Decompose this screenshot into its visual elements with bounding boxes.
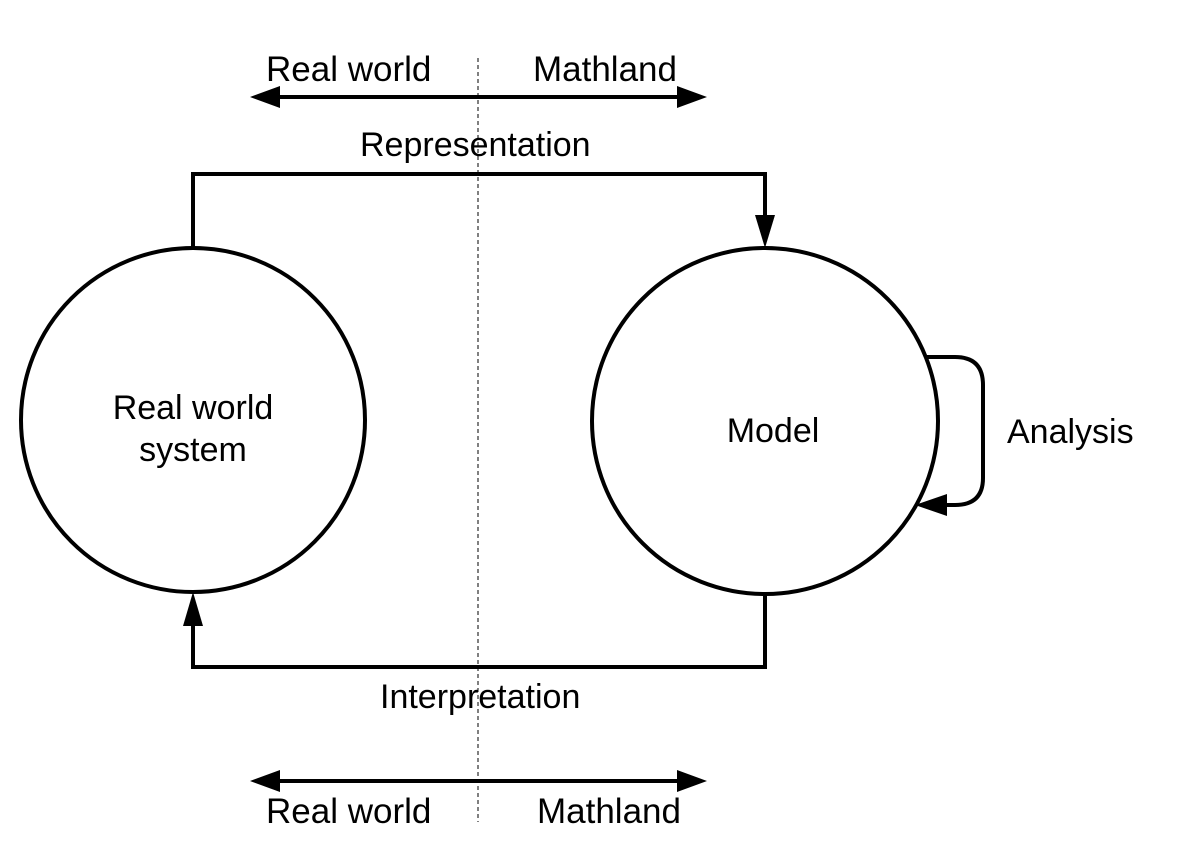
interpretation-arrow: [183, 592, 767, 669]
analysis-label: Analysis: [1007, 413, 1134, 451]
real-world-system-line2: system: [139, 431, 247, 469]
interpretation-label: Interpretation: [380, 678, 581, 716]
representation-label: Representation: [360, 126, 591, 164]
representation-arrow: [191, 172, 775, 248]
top-scale-arrow: [250, 86, 707, 108]
top-mathland-label: Mathland: [533, 50, 677, 89]
analysis-loop-arrow: [915, 355, 985, 516]
bottom-scale-arrow: [250, 770, 707, 792]
bottom-mathland-label: Mathland: [537, 792, 681, 831]
real-world-system-line1: Real world: [112, 389, 274, 427]
model-label: Model: [726, 412, 820, 450]
top-real-world-label: Real world: [266, 50, 432, 89]
bottom-real-world-label: Real world: [266, 792, 432, 831]
real-world-system-label: Real world system: [93, 387, 293, 471]
